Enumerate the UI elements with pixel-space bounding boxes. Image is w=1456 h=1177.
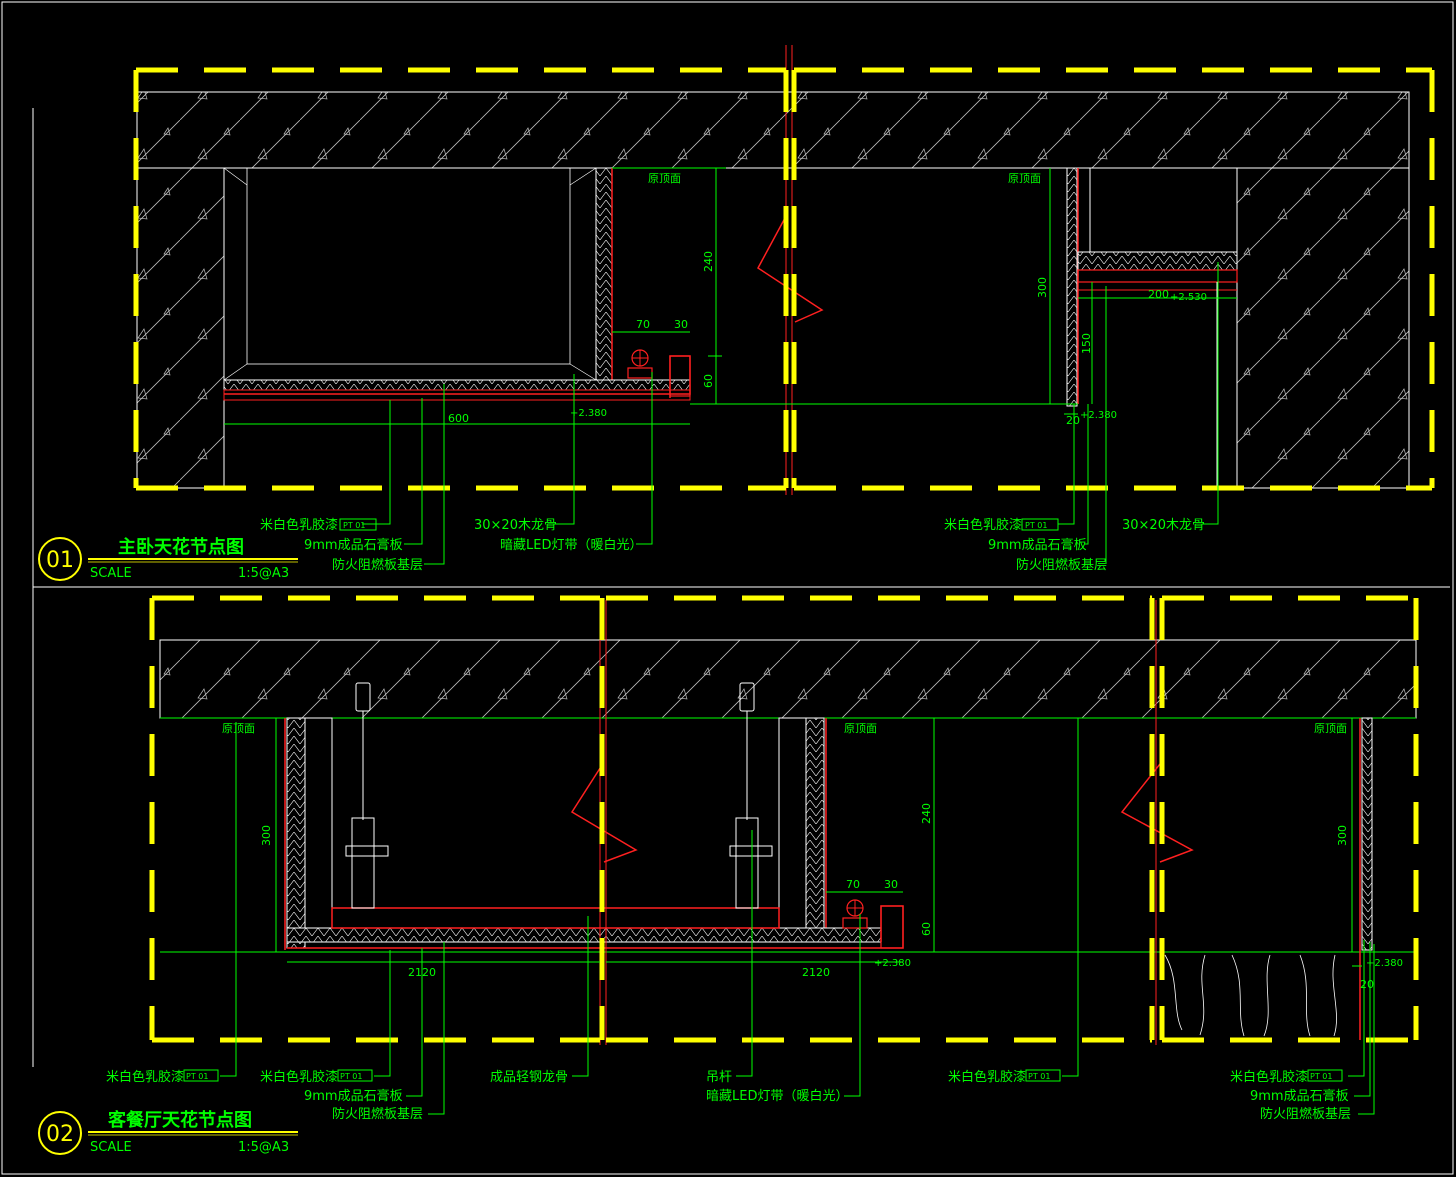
ceiling-board-02 [286, 927, 882, 943]
level-2380-right-02: +2.380 [1366, 958, 1403, 969]
note-gypsum: 9mm成品石膏板 [304, 1088, 403, 1104]
note-timber-joist: 30×20木龙骨 [474, 518, 557, 533]
note-gypsum-b: 9mm成品石膏板 [1250, 1088, 1349, 1104]
dim-300-b: 300 [1336, 825, 1349, 846]
ceiling-label-c: 原顶面 [1314, 722, 1347, 735]
dim-150: 150 [1080, 333, 1093, 354]
concrete-slab-02 [159, 639, 1417, 719]
wall-right-01 [1236, 167, 1410, 489]
dim-30: 30 [884, 878, 898, 891]
timber-grain [1164, 954, 1337, 1037]
ceiling-board-01 [223, 379, 691, 391]
level-2380-mid: +2.380 [874, 958, 911, 969]
dim-60: 60 [702, 374, 715, 388]
dim-300: 300 [1036, 277, 1049, 298]
detail-frame-01 [133, 67, 1435, 491]
hanger-rod-icon [345, 682, 773, 909]
note-fireboard: 防火阻燃板基层 [332, 557, 423, 573]
bulkhead-board-02b [805, 717, 825, 929]
note-fireboard-b: 防火阻燃板基层 [1260, 1106, 1351, 1122]
finish-tag-pt01-c: PT 01 [1028, 1072, 1050, 1081]
dim-30: 30 [674, 318, 688, 331]
bulkhead-board-02c [1361, 717, 1373, 951]
note-steel-keel: 成品轻钢龙骨 [490, 1070, 568, 1085]
level-2380-right: +2.380 [1080, 410, 1117, 421]
detail-number-02: 02 [46, 1122, 74, 1147]
detail-frame-02 [149, 595, 1419, 1043]
note-led: 暗藏LED灯带（暖白光） [500, 537, 642, 553]
dim-300-a: 300 [260, 825, 273, 846]
finish-tag-pt01-b: PT 01 [1025, 521, 1047, 530]
light-trough-01 [669, 355, 691, 397]
dim-600: 600 [448, 412, 469, 425]
title-block-02: 02 客餐厅天花节点图 SCALE 1:5@A3 [38, 1109, 298, 1155]
scale-value-02: 1:5@A3 [238, 1140, 289, 1155]
title-block-01: 01 主卧天花节点图 SCALE 1:5@A3 [38, 536, 298, 581]
scale-label-02: SCALE [90, 1140, 132, 1155]
bulkhead-board-01 [595, 167, 613, 381]
dim-20: 20 [1066, 414, 1080, 427]
ceiling-label-left: 原顶面 [648, 172, 681, 185]
detail-title-02: 客餐厅天花节点图 [108, 1109, 252, 1131]
break-line-01 [757, 217, 824, 323]
note-paint-b: 米白色乳胶漆 [944, 517, 1022, 533]
ceiling-void-inner-01 [246, 167, 571, 365]
finish-tag-pt01-b: PT 01 [340, 1072, 362, 1081]
scale-label: SCALE [90, 566, 132, 581]
ceiling-void-01 [223, 167, 597, 381]
note-paint-1: 米白色乳胶漆 [106, 1069, 184, 1085]
note-paint-2: 米白色乳胶漆 [260, 1069, 338, 1085]
ceiling-void-01b [1089, 167, 1238, 253]
dim-240: 240 [702, 251, 715, 272]
note-gypsum: 9mm成品石膏板 [304, 537, 403, 553]
note-hanger-rod: 吊杆 [706, 1070, 732, 1085]
detail-title: 主卧天花节点图 [118, 536, 244, 558]
ceiling-label-a: 原顶面 [222, 722, 255, 735]
ceiling-label-right: 原顶面 [1008, 172, 1041, 185]
dim-70: 70 [636, 318, 650, 331]
break-line-03 [1120, 763, 1194, 863]
gypsum-finish-01 [224, 355, 691, 398]
note-timber-joist-b: 30×20木龙骨 [1122, 518, 1205, 533]
dim-2120-b: 2120 [802, 966, 830, 979]
concrete-slab-01 [136, 91, 1410, 169]
finish-tag-pt01: PT 01 [343, 521, 365, 530]
detail-02: 原顶面 原顶面 原顶面 300 2120 2120 240 60 70 30 +… [38, 595, 1419, 1155]
note-paint: 米白色乳胶漆 [260, 517, 338, 533]
note-paint-3: 米白色乳胶漆 [948, 1069, 1026, 1085]
leader-lines-02 [220, 718, 1375, 1115]
level-2530: +2.530 [1170, 292, 1207, 303]
scale-value: 1:5@A3 [238, 566, 289, 581]
wall-left-01 [136, 167, 225, 489]
detail-01: 原顶面 原顶面 240 60 70 30 600 +2.380 300 150 … [38, 45, 1435, 581]
light-steel-keel [331, 907, 780, 929]
level-2380-left: +2.380 [570, 408, 607, 419]
note-fireboard-b: 防火阻燃板基层 [1016, 557, 1107, 573]
note-fireboard: 防火阻燃板基层 [332, 1106, 423, 1122]
dim-2120-a: 2120 [408, 966, 436, 979]
finish-tag-pt01-d: PT 01 [1310, 1072, 1332, 1081]
leader-lines-01 [362, 262, 1219, 565]
note-gypsum-b: 9mm成品石膏板 [988, 537, 1087, 553]
bulkhead-board-01b [1066, 167, 1078, 407]
dim-70: 70 [846, 878, 860, 891]
ceiling-label-b: 原顶面 [844, 722, 877, 735]
dim-20-02: 20 [1360, 978, 1374, 991]
detail-number-bubble-02 [38, 1111, 82, 1155]
light-trough-02 [880, 905, 904, 949]
dim-200: 200 [1148, 288, 1169, 301]
note-paint-4: 米白色乳胶漆 [1230, 1069, 1308, 1085]
detail-number-bubble [38, 537, 82, 581]
dim-240: 240 [920, 803, 933, 824]
detail-number: 01 [46, 548, 74, 573]
note-led: 暗藏LED灯带（暖白光） [706, 1088, 848, 1104]
dim-60: 60 [920, 922, 933, 936]
finish-tag-pt01-a: PT 01 [186, 1072, 208, 1081]
bulkhead-board-02 [286, 717, 306, 949]
